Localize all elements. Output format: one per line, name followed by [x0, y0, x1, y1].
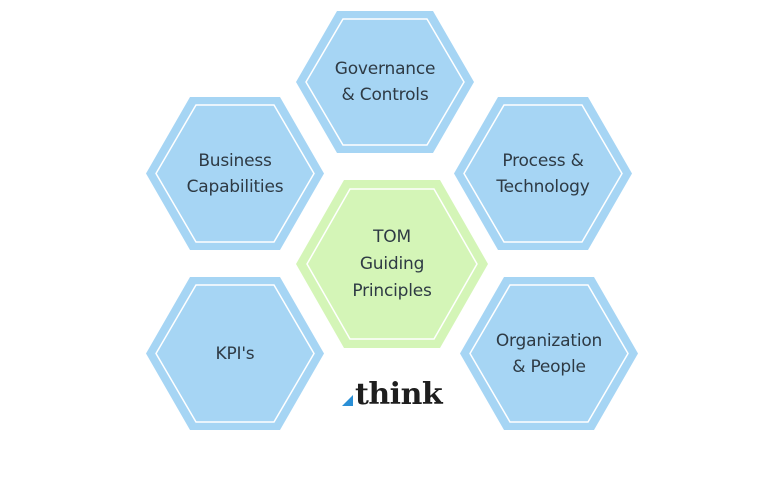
label-line: Process &: [502, 150, 584, 171]
hex-label: Business Capabilities: [146, 97, 324, 250]
hexagon-shape: [296, 11, 474, 153]
hexagon-shape: [146, 97, 324, 250]
hexagon-shape: [296, 180, 488, 348]
label-line: Organization: [495, 330, 603, 351]
hex-label: TOM Guiding Principles: [296, 180, 488, 348]
hexagon-shape: [146, 277, 324, 430]
logo-text: think: [355, 377, 443, 412]
hex-label: Organization & People: [460, 277, 638, 430]
triangle-mark-icon: [342, 395, 353, 406]
hex-kpis: KPI's: [146, 277, 324, 430]
label-line: Guiding: [359, 253, 425, 274]
hexagon-shape: [454, 97, 632, 250]
label-line: Business: [198, 150, 272, 171]
label-line: & People: [512, 356, 586, 377]
hex-tom-guiding-principles: TOM Guiding Principles: [296, 180, 488, 348]
hex-process-technology: Process & Technology: [454, 97, 632, 250]
label-line: TOM: [373, 226, 411, 247]
hex-label: Process & Technology: [454, 97, 632, 250]
think-logo: think: [342, 377, 443, 412]
label-line: Principles: [352, 280, 432, 301]
hex-label: KPI's: [146, 277, 324, 430]
label-line: Technology: [496, 176, 590, 197]
label-line: Governance: [334, 59, 436, 79]
hex-label: Governance & Controls: [296, 11, 474, 153]
hex-governance-controls: Governance & Controls: [296, 11, 474, 153]
label-line: KPI's: [215, 343, 255, 364]
label-line: & Controls: [341, 85, 429, 105]
hexagon-shape: [460, 277, 638, 430]
label-line: Capabilities: [186, 176, 284, 197]
hex-business-capabilities: Business Capabilities: [146, 97, 324, 250]
hex-organization-people: Organization & People: [460, 277, 638, 430]
